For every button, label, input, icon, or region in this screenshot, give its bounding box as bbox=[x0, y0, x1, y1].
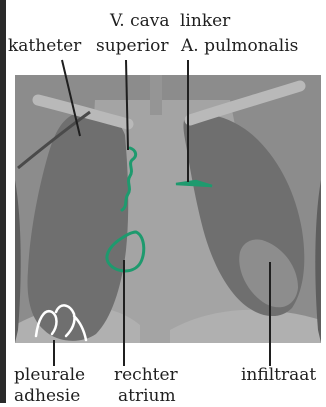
trachea-shadow bbox=[150, 75, 162, 115]
